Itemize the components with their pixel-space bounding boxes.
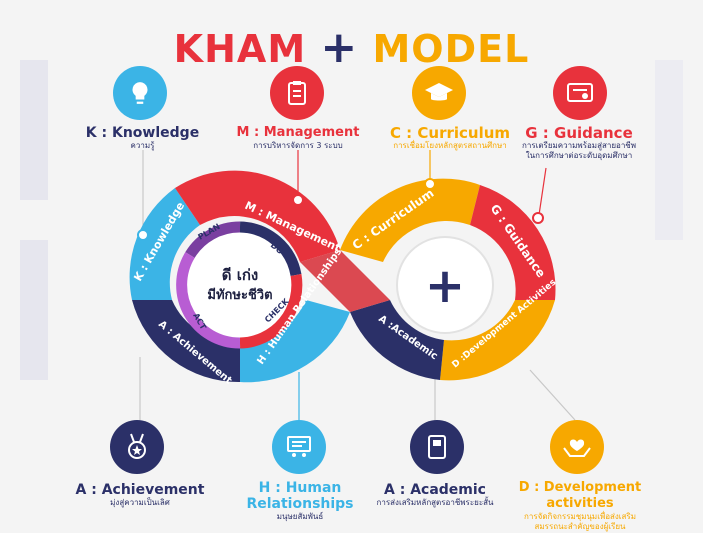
label-achievement-sub: มุ่งสู่ความเป็นเลิศ: [110, 498, 170, 507]
label-achievement-title: A : Achievement: [75, 482, 205, 498]
band-human: [240, 300, 350, 383]
pdca-cycle: ดี เก่ง มีทักษะชีวิต PLAN DO CHECK ACT: [176, 221, 303, 349]
band-knowledge: [129, 188, 200, 300]
title-model: MODEL: [372, 27, 530, 71]
book-icon: [410, 420, 464, 474]
dot-management: [292, 194, 304, 206]
label-human: H : Human Relationships มนุษยสัมพันธ์: [235, 480, 365, 522]
label-curriculum: C : Curriculum การเชื่อมโยงหลักสูตรสถานศ…: [375, 125, 525, 151]
connector-guidance: [538, 167, 547, 216]
label-management: M : Management การบริหารจัดการ 3 ระบบ: [228, 125, 368, 151]
certificate-icon: [553, 66, 607, 120]
page-title: KHAM + MODEL: [0, 22, 703, 73]
band-curriculum: [340, 178, 480, 262]
presentation-icon: [272, 420, 326, 474]
label-knowledge-title: K : Knowledge: [85, 125, 200, 141]
label-guidance: G : Guidance การเตรียมความพร้อมสู่สายอาช…: [520, 125, 638, 161]
graduation-cap-icon: [412, 66, 466, 120]
left-loop: [129, 170, 350, 383]
band-academic: [350, 300, 444, 380]
medal-icon: [110, 420, 164, 474]
cycle-do-arc: [239, 221, 302, 277]
label-curriculum-sub: การเชื่อมโยงหลักสูตรสถานศึกษา: [393, 141, 507, 150]
label-academic-sub: การส่งเสริมหลักสูตรอาชีพระยะสั้น: [376, 498, 494, 507]
cycle-plan-arc: [185, 221, 241, 259]
hands-heart-icon: [550, 420, 604, 474]
connector-development: [529, 369, 576, 421]
label-academic: A : Academic การส่งเสริมหลักสูตรอาชีพระย…: [375, 482, 495, 508]
label-knowledge-sub: ความรู้: [130, 141, 155, 150]
cycle-inner: [196, 241, 284, 329]
band-development: [440, 300, 555, 381]
clipboard-icon: [270, 66, 324, 120]
label-curriculum-title: C : Curriculum: [389, 124, 511, 142]
band-management: [175, 170, 340, 262]
dot-guidance: [532, 212, 544, 224]
right-center-plus: +: [425, 258, 465, 314]
label-knowledge: K : Knowledge ความรู้: [60, 125, 225, 151]
band-guidance: [470, 185, 556, 300]
label-guidance-sub: การเตรียมความพร้อมสู่สายอาชีพในการศึกษาต…: [521, 141, 637, 160]
label-management-title: M : Management: [236, 125, 360, 140]
label-development: D : Development activities การจัดกิจกรรม…: [510, 480, 650, 532]
band-achievement: [132, 300, 240, 383]
label-human-sub: มนุษยสัมพันธ์: [276, 512, 324, 521]
cycle-act-arc: [176, 252, 241, 349]
right-loop: [300, 178, 556, 381]
label-academic-title: A : Academic: [384, 482, 486, 498]
band-crossing: [300, 250, 390, 312]
cycle-center-line1: ดี เก่ง: [222, 266, 259, 284]
cycle-check-arc: [239, 274, 303, 349]
lightbulb-icon: [113, 66, 167, 120]
label-achievement: A : Achievement มุ่งสู่ความเป็นเลิศ: [55, 482, 225, 508]
right-center-circle: [396, 236, 494, 334]
label-development-sub: การจัดกิจกรรมชุมนุมเพื่อส่งเสริมสมรรถนะส…: [524, 512, 636, 531]
label-human-title: H : Human Relationships: [246, 480, 354, 512]
right-center: +: [396, 236, 494, 334]
label-guidance-title: G : Guidance: [525, 124, 633, 142]
cycle-center-line2: มีทักษะชีวิต: [207, 287, 272, 303]
dot-knowledge: [137, 229, 149, 241]
title-kham: KHAM: [173, 27, 307, 71]
label-management-sub: การบริหารจัดการ 3 ระบบ: [253, 141, 343, 150]
title-plus: +: [320, 22, 359, 73]
label-development-title: D : Development activities: [518, 480, 642, 511]
dot-curriculum: [424, 178, 436, 190]
